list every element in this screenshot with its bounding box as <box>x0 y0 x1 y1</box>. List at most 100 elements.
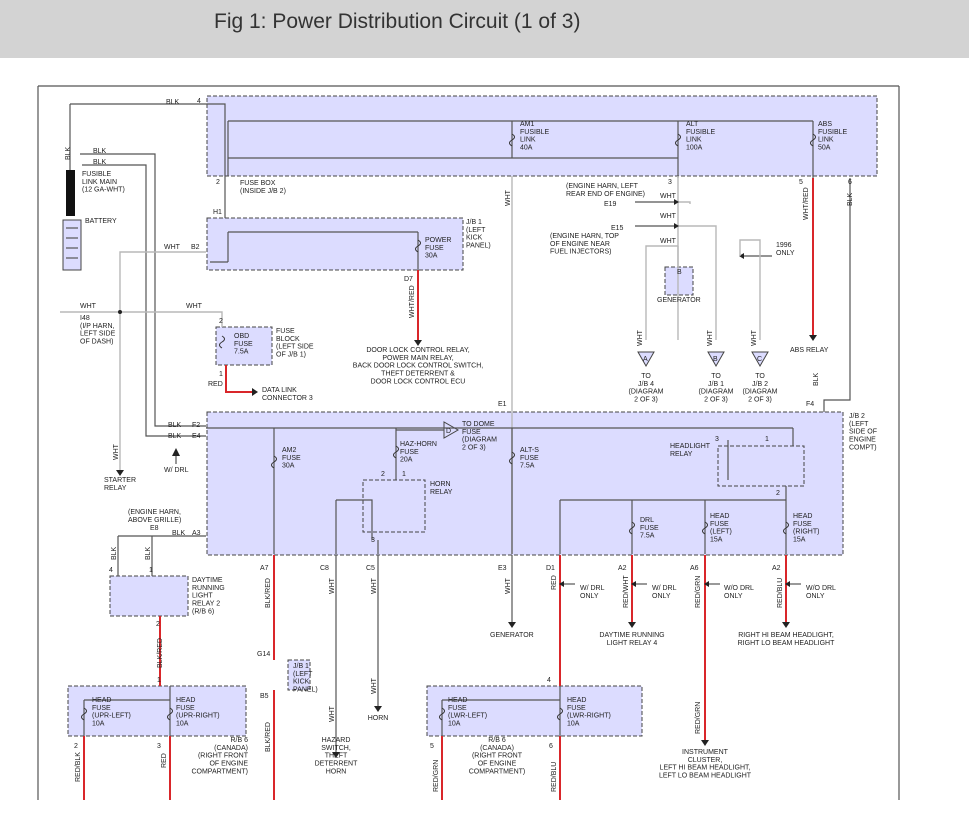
fusebox-pin-4: 4 <box>197 98 201 105</box>
jb2-pin-e3: E3 <box>498 565 507 572</box>
wire-wht-i48: WHT <box>80 303 97 310</box>
engine-harn-3: (ENGINE HARN,ABOVE GRILLE) <box>128 509 181 524</box>
wire-red-blk-left: RED/BLK <box>75 752 82 782</box>
jb2-pin-f4: F4 <box>806 401 814 408</box>
generator-label: GENERATOR <box>657 297 701 304</box>
jb2-pin-a2b: A2 <box>772 565 781 572</box>
obd-pin2: 2 <box>219 318 223 325</box>
generator-box <box>664 266 694 296</box>
wire-blk-f4: BLK <box>813 372 820 386</box>
wire-blk-a3: BLK <box>172 530 186 537</box>
wire-wht-i48b: WHT <box>186 303 203 310</box>
jb2-pin-e1: E1 <box>498 401 507 408</box>
wire-blk-left: BLK <box>65 146 72 160</box>
connector-d-id: D <box>446 428 451 435</box>
wire-red-grn-left: RED/GRN <box>433 760 440 792</box>
wire-blk-6: BLK <box>847 192 854 206</box>
wire-wht-red-abs: WHT/RED <box>803 187 810 220</box>
rb6-left-pin3: 3 <box>157 743 161 750</box>
fuse-box <box>206 95 878 177</box>
wire-red-obd: RED <box>208 381 223 388</box>
connector-b-icon <box>707 351 725 368</box>
generator2-label: GENERATOR <box>490 632 534 639</box>
horn-relay-pin2: 2 <box>381 471 385 478</box>
wire-wht-b: WHT <box>707 329 714 346</box>
connector-b-id: B <box>713 356 718 363</box>
engine-harn-2-pin: E15 <box>611 225 624 232</box>
horn-relay-pin3: 3 <box>371 537 375 544</box>
w-drl-label: W/ DRL <box>164 467 189 474</box>
engine-harn-1-pin: E19 <box>604 201 617 208</box>
connector-c-icon <box>751 351 769 368</box>
wire-red-blu-a2: RED/BLU <box>777 578 784 608</box>
headlight-relay-pin2: 2 <box>776 490 780 497</box>
wire-red-blu-right: RED/BLU <box>551 762 558 792</box>
fusebox-pin-6: 6 <box>848 179 852 186</box>
horn-label: HORN <box>368 715 389 722</box>
horn-relay-box <box>362 479 426 533</box>
obd-pin1: 1 <box>219 371 223 378</box>
generator-pin: B <box>677 269 682 276</box>
header-bar: Fig 1: Power Distribution Circuit (1 of … <box>0 0 969 58</box>
jb2-pin-d1: D1 <box>546 565 555 572</box>
rb6-left-pin1: 1 <box>157 677 161 684</box>
rb6-right-pin5: 5 <box>430 743 434 750</box>
jb2-pin-a6: A6 <box>690 565 699 572</box>
drl-relay2-box <box>109 575 189 617</box>
jb1-g14-pin-b5: B5 <box>260 693 269 700</box>
jb1-g14-box <box>287 659 311 691</box>
wire-red-d1: RED <box>551 575 558 590</box>
wire-wht-g1: WHT <box>660 193 677 200</box>
wire-blk-e4: BLK <box>168 433 182 440</box>
wire-wht-c5: WHT <box>371 577 378 594</box>
wire-blk-f2: BLK <box>168 422 182 429</box>
wire-wht-alt: WHT <box>505 189 512 206</box>
jb1-g14-pin: G14 <box>257 651 270 658</box>
jb2-pin-a2a: A2 <box>618 565 627 572</box>
wire-blk-2: BLK <box>93 148 107 155</box>
wire-wht-c8: WHT <box>329 577 336 594</box>
horn-relay-pin1: 1 <box>402 471 406 478</box>
page-title: Fig 1: Power Distribution Circuit (1 of … <box>214 10 581 33</box>
rb6-right-pin6: 6 <box>549 743 553 750</box>
rb6-left-box <box>67 685 247 737</box>
wire-blk-red-b5: BLK/RED <box>265 722 272 752</box>
rb6-right-pin4: 4 <box>547 677 551 684</box>
wire-red-wht-a2: RED/WHT <box>623 575 630 608</box>
engine-harn-3-pin: E8 <box>150 525 159 532</box>
wire-wht-c: WHT <box>751 329 758 346</box>
jb2-pin-a7: A7 <box>260 565 269 572</box>
drl-relay2-pin2: 2 <box>156 621 160 628</box>
connector-a-icon <box>637 351 655 368</box>
fusebox-pin-2: 2 <box>216 179 220 186</box>
